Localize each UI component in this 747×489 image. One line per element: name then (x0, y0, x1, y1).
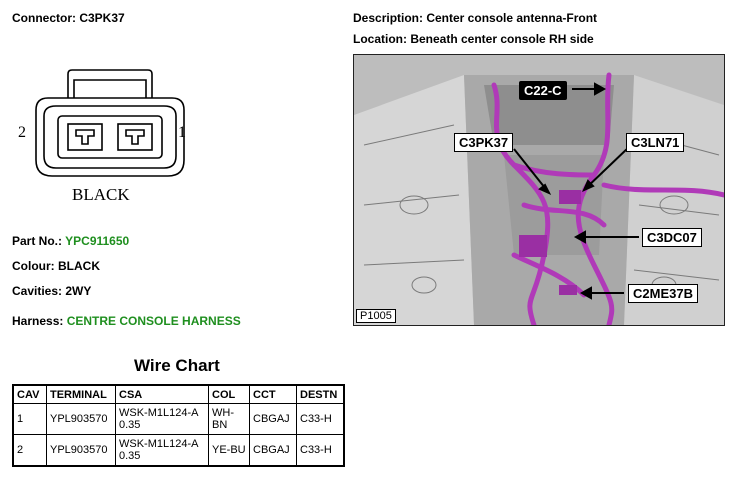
wire-chart-table: CAV TERMINAL CSA COL CCT DESTN 1 YPL9035… (12, 384, 345, 467)
cell-cav: 2 (12, 434, 47, 467)
part-number-value: YPC911650 (65, 234, 130, 248)
connector-title: Connector: C3PK37 (12, 11, 125, 25)
col-header-cav: CAV (12, 384, 47, 404)
part-number-label: Part No.: (12, 234, 63, 248)
location-photo: C22-C C3PK37 C3LN71 C3DC07 C2ME37B P1005 (353, 54, 725, 326)
callout-c3pk37: C3PK37 (454, 133, 514, 152)
callout-c22c: C22-C (519, 81, 567, 100)
connector-color-label: BLACK (72, 185, 130, 204)
cell-cct: CBGAJ (249, 434, 297, 467)
col-header-terminal: TERMINAL (46, 384, 116, 404)
cell-cav: 1 (12, 403, 47, 435)
harness-value: CENTRE CONSOLE HARNESS (66, 314, 241, 328)
pin-number-2: 2 (18, 124, 26, 141)
col-header-csa: CSA (115, 384, 209, 404)
photo-reference: P1005 (356, 309, 396, 323)
col-header-col: COL (208, 384, 250, 404)
callout-c3dc07: C3DC07 (642, 228, 702, 247)
connector-outline-icon (35, 69, 185, 177)
cell-col: YE-BU (208, 434, 250, 467)
description-text: Description: Center console antenna-Fron… (353, 11, 598, 25)
pin-number-1: 1 (178, 124, 186, 141)
col-header-cct: CCT (249, 384, 297, 404)
harness-row: Harness: CENTRE CONSOLE HARNESS (12, 314, 241, 328)
connector-face-diagram (18, 68, 208, 208)
colour-text: Colour: BLACK (12, 259, 100, 273)
cell-col: WH-BN (208, 403, 250, 435)
cell-destn: C33-H (296, 403, 345, 435)
table-row: 1 YPL903570 WSK-M1L124-A 0.35 WH-BN CBGA… (12, 403, 345, 435)
part-number-row: Part No.: YPC911650 (12, 234, 129, 248)
cell-terminal: YPL903570 (46, 434, 116, 467)
cell-terminal: YPL903570 (46, 403, 116, 435)
cavities-text: Cavities: 2WY (12, 284, 92, 298)
cell-cct: CBGAJ (249, 403, 297, 435)
cell-csa: WSK-M1L124-A 0.35 (115, 434, 209, 467)
vehicle-interior-illustration (354, 55, 724, 325)
table-row: 2 YPL903570 WSK-M1L124-A 0.35 YE-BU CBGA… (12, 434, 345, 467)
wire-chart-header-row: CAV TERMINAL CSA COL CCT DESTN (12, 384, 345, 404)
cell-destn: C33-H (296, 434, 345, 467)
callout-c3ln71: C3LN71 (626, 133, 685, 152)
callout-c2me37b: C2ME37B (628, 284, 698, 303)
harness-label: Harness: (12, 314, 64, 328)
col-header-destn: DESTN (296, 384, 345, 404)
cell-csa: WSK-M1L124-A 0.35 (115, 403, 209, 435)
wire-chart-title: Wire Chart (134, 356, 220, 375)
location-text: Location: Beneath center console RH side (353, 32, 594, 46)
